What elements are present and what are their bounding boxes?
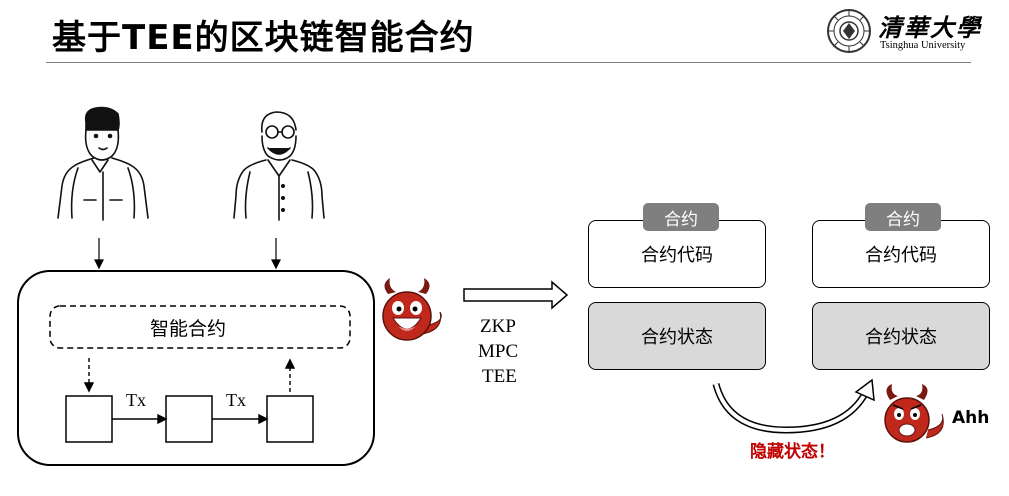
smart-contract-label: 智能合约 [150,318,227,340]
contract-code-label: 合约代码 [865,245,937,266]
contract-code-label: 合约代码 [641,245,713,266]
state-transition-arrow-icon [854,378,875,402]
university-name-cn: 清華大學 [878,13,982,42]
tx-label: Tx [226,390,246,410]
contract-state-label: 合约状态 [641,327,713,348]
technique-mpc: MPC [478,341,519,362]
block-3 [266,395,314,443]
title-divider [46,62,971,63]
university-seal-icon [827,9,871,53]
user-person-icon [233,111,325,221]
contract-state-box: 合约状态 [588,302,766,370]
contract-tag: 合约 [865,203,941,231]
contract-code-box: 合约代码 [812,220,990,288]
devil-attacker-icon [382,278,442,341]
page-title: 基于TEE的区块链智能合约 [52,18,475,58]
devil-speech-label: Ahh [952,408,990,428]
contract-state-label: 合约状态 [865,327,937,348]
user-person-icon [57,106,149,221]
contract-state-box: 合约状态 [812,302,990,370]
smart-contract-dashed-box [49,305,351,349]
tx-label: Tx [126,390,146,410]
contract-tag: 合约 [643,203,719,231]
university-name-en: Tsinghua University [880,40,966,51]
block-1 [65,395,113,443]
devil-victim-icon [884,384,944,443]
hidden-state-label: 隐藏状态！ [750,442,835,462]
block-2 [165,395,213,443]
technique-tee: TEE [482,366,517,387]
technique-zkp: ZKP [480,316,516,337]
transform-arrow-icon [463,280,569,310]
